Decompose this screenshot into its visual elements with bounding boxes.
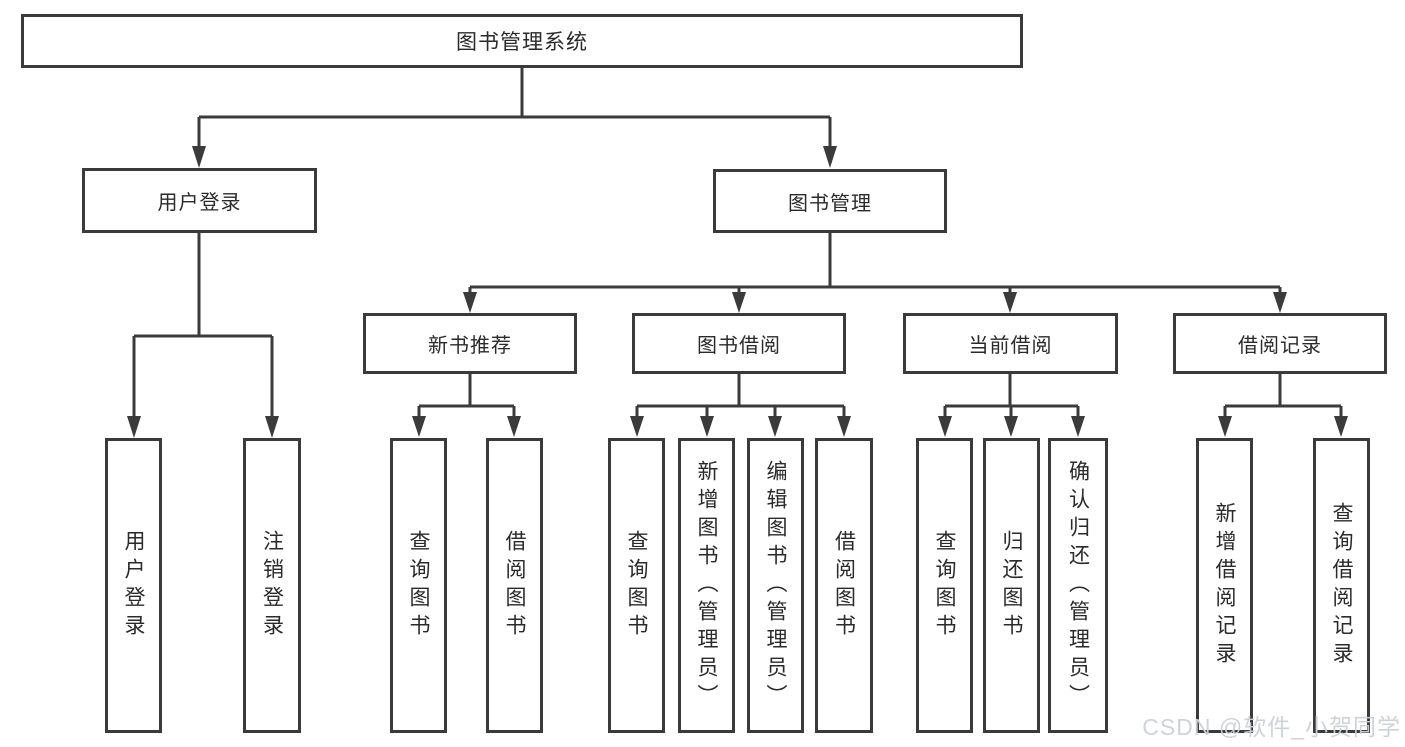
node-user-login: 用户登录 bbox=[82, 168, 317, 233]
node-leaf-query-books: 查询图书 bbox=[916, 438, 973, 733]
connector-borrowrecords-to-leaves bbox=[1223, 374, 1343, 417]
node-leaf-borrow-books: 借阅图书 bbox=[815, 438, 873, 733]
csdn-watermark: CSDN @软件_小贺同学 bbox=[1142, 714, 1401, 740]
node-label: 查询图书 bbox=[625, 529, 648, 642]
node-label: 借阅图书 bbox=[503, 529, 526, 642]
connector-userlogin-to-leaves bbox=[132, 233, 274, 417]
connector-bookborrow-to-leaves bbox=[635, 374, 846, 417]
node-leaf-query-borrow-record: 查询借阅记录 bbox=[1313, 438, 1370, 733]
node-borrow-records: 借阅记录 bbox=[1173, 313, 1387, 374]
node-leaf-return-books: 归还图书 bbox=[983, 438, 1040, 733]
node-current-borrow: 当前借阅 bbox=[903, 313, 1118, 374]
node-label: 新增图书（管理员） bbox=[695, 459, 718, 712]
node-label: 借阅图书 bbox=[832, 529, 856, 642]
node-label: 图书管理 bbox=[788, 192, 872, 215]
node-label: 注销登录 bbox=[260, 529, 284, 642]
node-label: 新书推荐 bbox=[428, 335, 512, 357]
connector-newbook-to-leaves bbox=[417, 374, 516, 417]
node-label: 查询借阅记录 bbox=[1330, 501, 1353, 670]
arrowheads bbox=[127, 146, 1348, 438]
node-label: 图书管理系统 bbox=[456, 31, 588, 54]
node-label: 当前借阅 bbox=[968, 335, 1053, 357]
node-leaf-edit-books-admin: 编辑图书（管理员） bbox=[747, 438, 804, 733]
node-label: 新增借阅记录 bbox=[1213, 501, 1236, 670]
connector-root-to-level2 bbox=[197, 68, 832, 147]
connector-bookmgmt-to-level3 bbox=[468, 233, 1282, 294]
node-leaf-logout: 注销登录 bbox=[243, 438, 301, 733]
node-leaf-query-books: 查询图书 bbox=[390, 438, 447, 733]
node-label: 确认归还（管理员） bbox=[1066, 459, 1090, 712]
node-label: 借阅记录 bbox=[1238, 335, 1322, 357]
node-leaf-query-books: 查询图书 bbox=[608, 438, 665, 733]
node-leaf-add-books-admin: 新增图书（管理员） bbox=[678, 438, 735, 733]
node-label: 归还图书 bbox=[1000, 529, 1023, 642]
node-leaf-borrow-books: 借阅图书 bbox=[486, 438, 543, 733]
node-book-borrow: 图书借阅 bbox=[632, 313, 846, 374]
node-leaf-add-borrow-record: 新增借阅记录 bbox=[1196, 438, 1253, 733]
node-leaf-user-login: 用户登录 bbox=[105, 438, 162, 733]
node-label: 查询图书 bbox=[933, 529, 956, 642]
node-label: 编辑图书（管理员） bbox=[764, 459, 787, 712]
node-leaf-confirm-return-admin: 确认归还（管理员） bbox=[1048, 438, 1108, 733]
node-label: 用户登录 bbox=[157, 192, 242, 214]
node-library-system-root: 图书管理系统 bbox=[21, 14, 1023, 68]
node-label: 图书借阅 bbox=[697, 335, 781, 357]
node-book-management: 图书管理 bbox=[713, 169, 947, 233]
connector-currentborrow-to-leaves bbox=[943, 374, 1080, 417]
node-label: 查询图书 bbox=[407, 529, 430, 642]
node-label: 用户登录 bbox=[122, 529, 145, 642]
node-new-book-recommend: 新书推荐 bbox=[363, 313, 577, 374]
